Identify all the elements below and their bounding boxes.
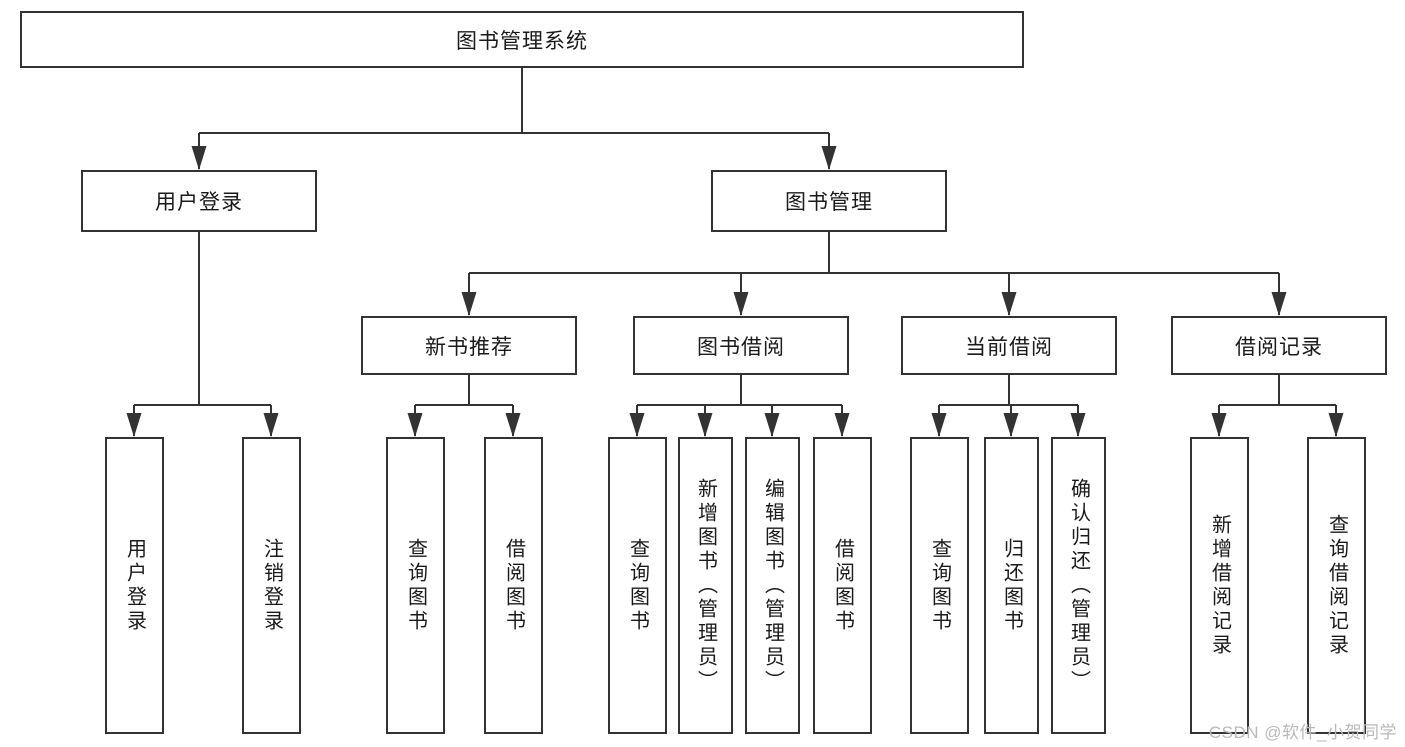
node-root-label: 图书管理系统 — [456, 29, 588, 53]
leaf-add-borrow-record[interactable]: 新增借阅记录 — [1190, 437, 1249, 734]
leaf-query-book-borrow[interactable]: 查询图书 — [608, 437, 667, 734]
leaf-query-book-rec[interactable]: 查询图书 — [386, 437, 445, 734]
leaf-query-book-current-label: 查询图书 — [928, 537, 951, 634]
leaf-borrow-book-label: 借阅图书 — [831, 537, 854, 634]
leaf-user-login[interactable]: 用户登录 — [105, 437, 164, 734]
leaf-confirm-return[interactable]: 确认归还（管理员） — [1051, 437, 1106, 734]
node-borrow-record-label: 借阅记录 — [1235, 335, 1323, 359]
node-borrow-record[interactable]: 借阅记录 — [1171, 316, 1387, 375]
leaf-query-book-rec-label: 查询图书 — [404, 537, 427, 634]
leaf-borrow-book-rec[interactable]: 借阅图书 — [484, 437, 543, 734]
node-book-manage-label: 图书管理 — [785, 191, 873, 214]
node-book-manage[interactable]: 图书管理 — [711, 170, 947, 232]
leaf-edit-book-label: 编辑图书（管理员） — [761, 477, 784, 694]
node-new-book-rec[interactable]: 新书推荐 — [361, 316, 577, 375]
leaf-edit-book[interactable]: 编辑图书（管理员） — [745, 437, 800, 734]
leaf-add-borrow-record-label: 新增借阅记录 — [1208, 513, 1231, 658]
leaf-borrow-book[interactable]: 借阅图书 — [813, 437, 872, 734]
leaf-add-book-label: 新增图书（管理员） — [694, 477, 717, 694]
leaf-query-book-current[interactable]: 查询图书 — [910, 437, 969, 734]
leaf-confirm-return-label: 确认归还（管理员） — [1067, 477, 1090, 694]
node-new-book-rec-label: 新书推荐 — [425, 335, 513, 359]
watermark: CSDN @软件_小贺同学 — [1208, 723, 1397, 742]
leaf-query-book-borrow-label: 查询图书 — [626, 537, 649, 634]
leaf-query-borrow-record[interactable]: 查询借阅记录 — [1307, 437, 1366, 734]
leaf-borrow-book-rec-label: 借阅图书 — [502, 537, 525, 634]
node-user-login[interactable]: 用户登录 — [81, 170, 317, 232]
node-book-borrow-label: 图书借阅 — [697, 335, 785, 359]
node-current-borrow-label: 当前借阅 — [965, 335, 1053, 359]
leaf-user-logout-label: 注销登录 — [260, 537, 283, 634]
leaf-query-borrow-record-label: 查询借阅记录 — [1325, 513, 1348, 658]
leaf-return-book[interactable]: 归还图书 — [984, 437, 1039, 734]
leaf-add-book[interactable]: 新增图书（管理员） — [678, 437, 733, 734]
node-user-login-label: 用户登录 — [155, 191, 243, 214]
leaf-return-book-label: 归还图书 — [1000, 537, 1023, 634]
leaf-user-logout[interactable]: 注销登录 — [242, 437, 301, 734]
node-book-borrow[interactable]: 图书借阅 — [633, 316, 849, 375]
node-root[interactable]: 图书管理系统 — [20, 11, 1024, 68]
leaf-user-login-label: 用户登录 — [123, 537, 146, 634]
node-current-borrow[interactable]: 当前借阅 — [901, 316, 1117, 375]
